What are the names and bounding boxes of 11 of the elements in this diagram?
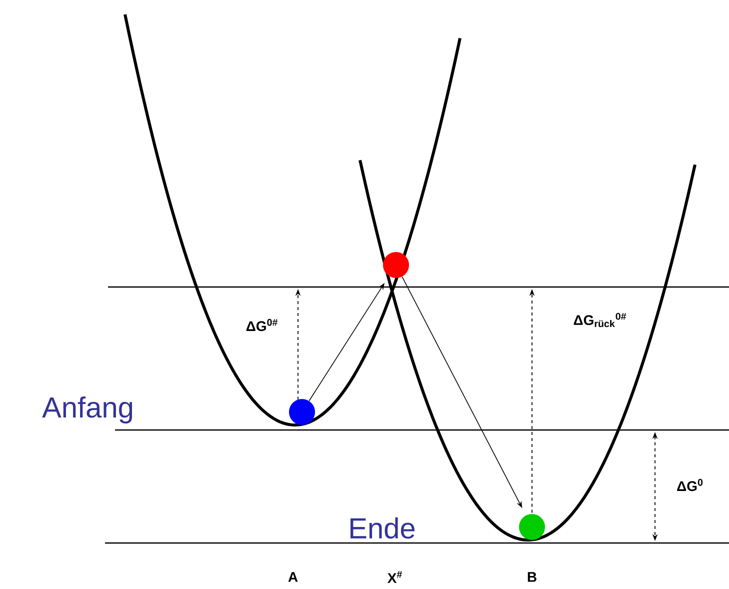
energy-label: A xyxy=(288,572,298,582)
state-label: Anfang xyxy=(42,396,132,424)
energy-label: ΔG$^{0#}$ xyxy=(246,318,278,332)
energy-label: ΔG$^{0}$ xyxy=(677,478,703,492)
energy-label: X$^{#}$ xyxy=(387,571,402,583)
energy-label: ΔG$_{rück}$0# xyxy=(574,312,626,328)
state-label: Ende xyxy=(350,517,415,539)
energy-label: B xyxy=(528,572,536,582)
energy-dot xyxy=(519,514,545,540)
energy-dot xyxy=(289,399,315,425)
energy-dot xyxy=(383,252,409,278)
